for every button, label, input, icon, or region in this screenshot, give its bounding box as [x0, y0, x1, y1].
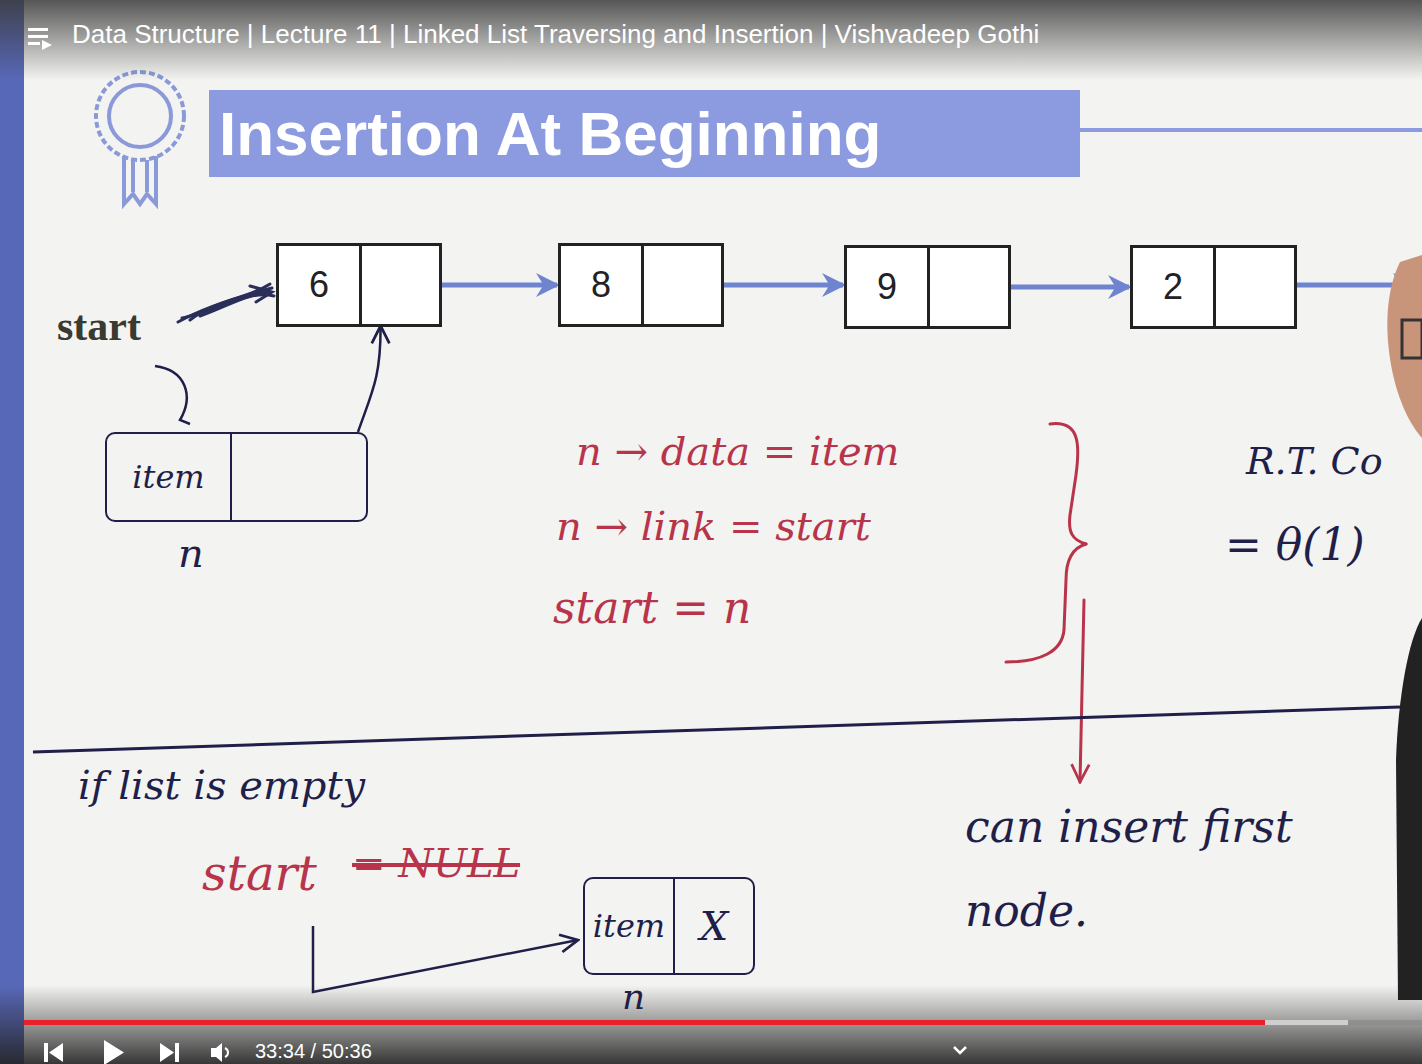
list-node: 2: [1130, 245, 1297, 329]
list-node: 6: [276, 243, 442, 327]
link-cell: [930, 248, 1008, 326]
data-cell: 2: [1133, 248, 1216, 326]
new-link-arrow: [358, 328, 381, 432]
data-cell: item: [585, 879, 675, 973]
note: can insert first node.: [965, 785, 1385, 952]
code-line: n → data = item: [576, 428, 900, 474]
node-value: 2: [1163, 266, 1183, 308]
title-banner: Insertion At Beginning: [209, 90, 1080, 177]
data-cell: item: [107, 434, 232, 520]
node-value: 6: [309, 264, 329, 306]
code-line: n → link = start: [556, 503, 871, 549]
link-cell: [1216, 248, 1294, 326]
struck-value: = NULL: [352, 840, 520, 886]
node-value: item: [132, 458, 204, 496]
data-cell: 9: [847, 248, 930, 326]
video-title: Data Structure | Lecture 11 | Linked Lis…: [72, 20, 1039, 50]
link-cell: [362, 246, 439, 324]
pointer-name: start: [57, 302, 141, 350]
time-display: 33:34 / 50:36: [255, 1040, 372, 1063]
list-node: 8: [558, 243, 724, 327]
complexity: = θ(1): [1225, 520, 1365, 571]
node-name: n: [622, 976, 645, 1017]
list-node: 9: [844, 245, 1011, 329]
code-line: start = n: [553, 583, 751, 634]
new-node: item: [105, 432, 368, 522]
data-cell: X: [675, 879, 753, 973]
pointer-name: start: [202, 846, 317, 901]
note: if list is empty: [78, 762, 365, 808]
null-mark: X: [700, 903, 728, 949]
new-node: item X: [583, 877, 755, 975]
link-arrow: [724, 283, 843, 288]
node-name: n: [178, 530, 204, 576]
node-value: 8: [591, 264, 611, 306]
link-arrow: [1011, 285, 1129, 290]
note: R.T. Co: [1246, 440, 1383, 484]
node-value: item: [593, 907, 665, 945]
data-cell: 8: [561, 246, 644, 324]
link-cell: [232, 434, 366, 520]
link-cell: [644, 246, 721, 324]
link-arrow: [442, 283, 557, 288]
node-value: 9: [877, 266, 897, 308]
data-cell: 6: [279, 246, 362, 324]
